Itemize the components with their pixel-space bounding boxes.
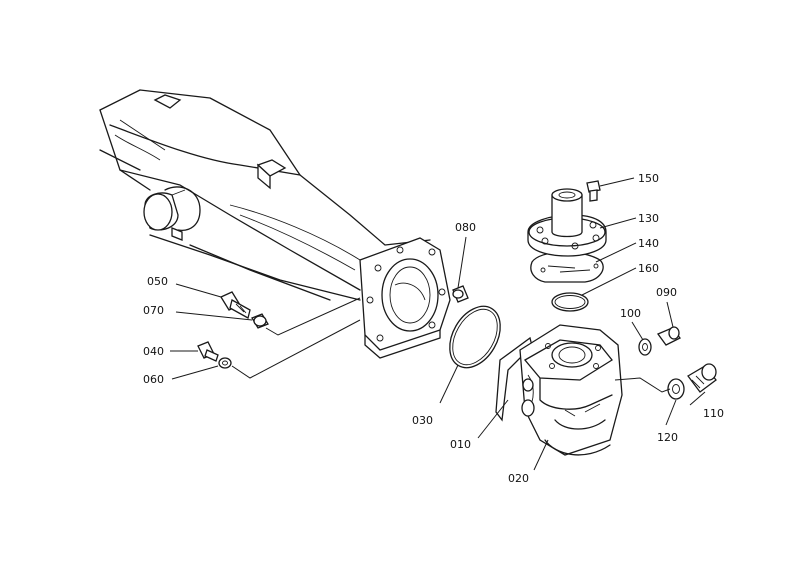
sealing-washer	[638, 338, 652, 356]
callout-020: 020	[508, 472, 529, 485]
drain-plug-small	[656, 326, 682, 346]
leader-lines	[170, 177, 706, 471]
callout-030: 030	[412, 414, 433, 427]
drain-plug-large	[687, 363, 717, 393]
sleeve-bushing	[251, 313, 269, 329]
housing-flange	[359, 237, 451, 359]
callout-150: 150	[638, 172, 659, 185]
callout-040: 040	[143, 345, 164, 358]
washer-small	[218, 357, 232, 369]
gear-case	[519, 324, 623, 456]
callout-090: 090	[656, 286, 677, 299]
callout-070: 070	[143, 304, 164, 317]
sealing-washer-large	[667, 378, 685, 400]
callout-160: 160	[638, 262, 659, 275]
dowel-pin	[452, 285, 469, 303]
callout-140: 140	[638, 237, 659, 250]
callout-110: 110	[703, 407, 724, 420]
o-ring-large	[449, 305, 501, 369]
gasket	[495, 336, 533, 422]
bolt-long	[220, 291, 251, 319]
o-ring-small	[551, 292, 589, 312]
callout-120: 120	[657, 431, 678, 444]
flange-bolt	[586, 180, 601, 202]
callout-labels: 010 020 030 040 050 060 070 080 090 100 …	[143, 172, 724, 485]
axle-housing	[99, 89, 431, 301]
callout-080: 080	[455, 221, 476, 234]
upper-flange-housing	[527, 188, 607, 257]
callout-060: 060	[143, 373, 164, 386]
callout-050: 050	[147, 275, 168, 288]
callout-130: 130	[638, 212, 659, 225]
callout-010: 010	[450, 438, 471, 451]
bolt-short	[197, 341, 219, 362]
callout-100: 100	[620, 307, 641, 320]
